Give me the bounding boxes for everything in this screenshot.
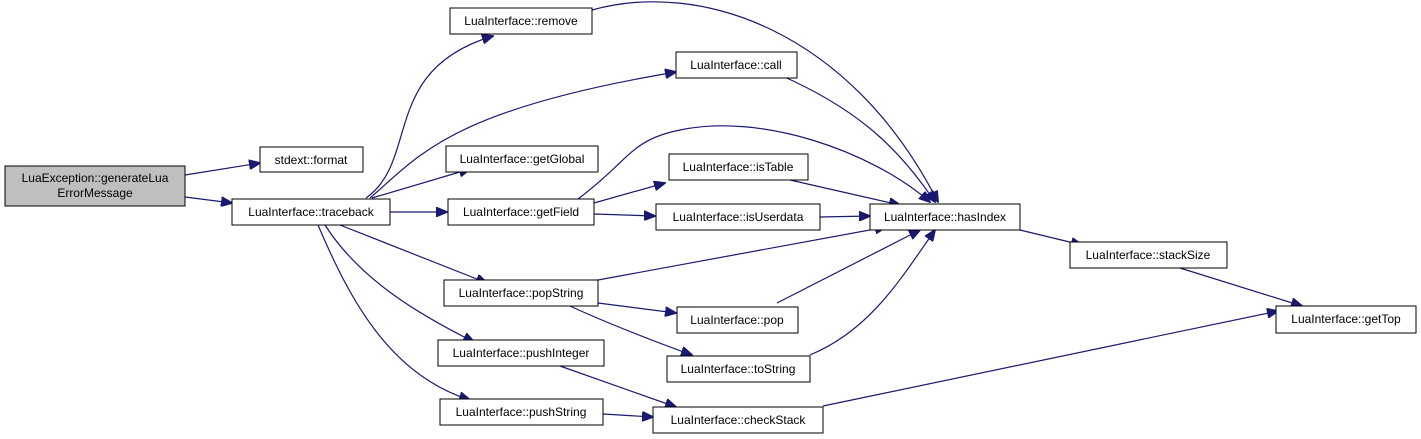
node-checkstack[interactable]: LuaInterface::checkStack: [652, 406, 824, 434]
node-label: LuaInterface::traceback: [248, 205, 374, 219]
node-getglobal[interactable]: LuaInterface::getGlobal: [445, 145, 599, 173]
edge-traceback-to-pushinteger: [324, 224, 474, 342]
node-generate-lua-error-message[interactable]: LuaException::generateLua ErrorMessage: [4, 165, 186, 207]
node-tostring[interactable]: LuaInterface::toString: [666, 355, 811, 383]
node-remove[interactable]: LuaInterface::remove: [449, 7, 593, 35]
node-label: LuaInterface::getField: [463, 205, 579, 219]
node-label: LuaInterface::pushInteger: [453, 346, 590, 360]
edge-pop-to-hasindex: [776, 230, 920, 304]
edge-generate-to-format: [184, 163, 260, 176]
node-label: LuaInterface::getTop: [1291, 312, 1401, 326]
edge-pushstring-to-checkstack: [602, 414, 653, 417]
edge-call-to-hasindex: [779, 74, 935, 202]
node-hasindex[interactable]: LuaInterface::hasIndex: [869, 203, 1021, 231]
edge-traceback-to-getglobal: [371, 169, 470, 199]
nodes-layer: LuaException::generateLua ErrorMessage s…: [4, 7, 1417, 434]
node-label: LuaInterface::remove: [464, 14, 578, 28]
edge-checkstack-to-gettop: [822, 311, 1278, 407]
node-label: LuaInterface::checkStack: [671, 413, 807, 427]
edge-getfield-to-isuserdata: [593, 214, 655, 216]
edge-traceback-to-call: [369, 72, 676, 199]
node-label: LuaInterface::getGlobal: [460, 152, 585, 166]
node-label: stdext::format: [275, 153, 348, 167]
node-gettop[interactable]: LuaInterface::getTop: [1275, 305, 1417, 334]
node-label: LuaInterface::isTable: [683, 160, 794, 174]
edge-generate-to-traceback: [184, 196, 232, 203]
node-label-line: ErrorMessage: [57, 186, 133, 200]
node-traceback[interactable]: LuaInterface::traceback: [231, 198, 391, 226]
node-label: LuaInterface::isUserdata: [673, 210, 804, 224]
node-label: LuaInterface::hasIndex: [884, 210, 1006, 224]
node-isuserdata[interactable]: LuaInterface::isUserdata: [655, 203, 821, 231]
edge-istable-to-hasindex: [789, 179, 900, 205]
node-stacksize[interactable]: LuaInterface::stackSize: [1069, 241, 1228, 269]
node-call[interactable]: LuaInterface::call: [675, 51, 798, 79]
edge-traceback-to-popstring: [339, 224, 487, 283]
edges-layer: [184, 1, 1302, 417]
edge-popstring-to-hasindex: [597, 227, 886, 281]
edge-pushinteger-to-checkstack: [559, 365, 676, 407]
node-label: LuaInterface::pop: [690, 313, 784, 327]
edge-traceback-to-pushstring: [317, 224, 470, 400]
node-label-line: LuaException::generateLua: [22, 171, 169, 185]
node-popstring[interactable]: LuaInterface::popString: [443, 279, 599, 307]
node-label: LuaInterface::stackSize: [1086, 248, 1211, 262]
node-label: LuaInterface::call: [690, 58, 781, 72]
node-istable[interactable]: LuaInterface::isTable: [668, 153, 809, 181]
node-label: LuaInterface::toString: [681, 362, 796, 376]
node-pushstring[interactable]: LuaInterface::pushString: [439, 398, 604, 426]
node-pop[interactable]: LuaInterface::pop: [676, 306, 799, 334]
edge-isuserdata-to-hasindex: [819, 216, 870, 217]
edge-popstring-to-pop: [597, 302, 676, 313]
edge-tostring-to-hasindex: [809, 230, 935, 356]
node-label: LuaInterface::pushString: [456, 405, 587, 419]
node-getfield[interactable]: LuaInterface::getField: [447, 198, 595, 226]
edge-popstring-to-tostring: [569, 305, 692, 355]
edge-remove-to-hasindex: [591, 1, 938, 202]
edge-traceback-to-remove: [365, 36, 493, 199]
node-label: LuaInterface::popString: [459, 286, 584, 300]
node-pushinteger[interactable]: LuaInterface::pushInteger: [437, 339, 605, 367]
edge-stacksize-to-gettop: [1179, 267, 1302, 306]
edge-getfield-to-istable: [593, 183, 665, 204]
edge-getfield-to-hasindex: [577, 125, 930, 202]
node-stdext-format[interactable]: stdext::format: [259, 146, 364, 173]
